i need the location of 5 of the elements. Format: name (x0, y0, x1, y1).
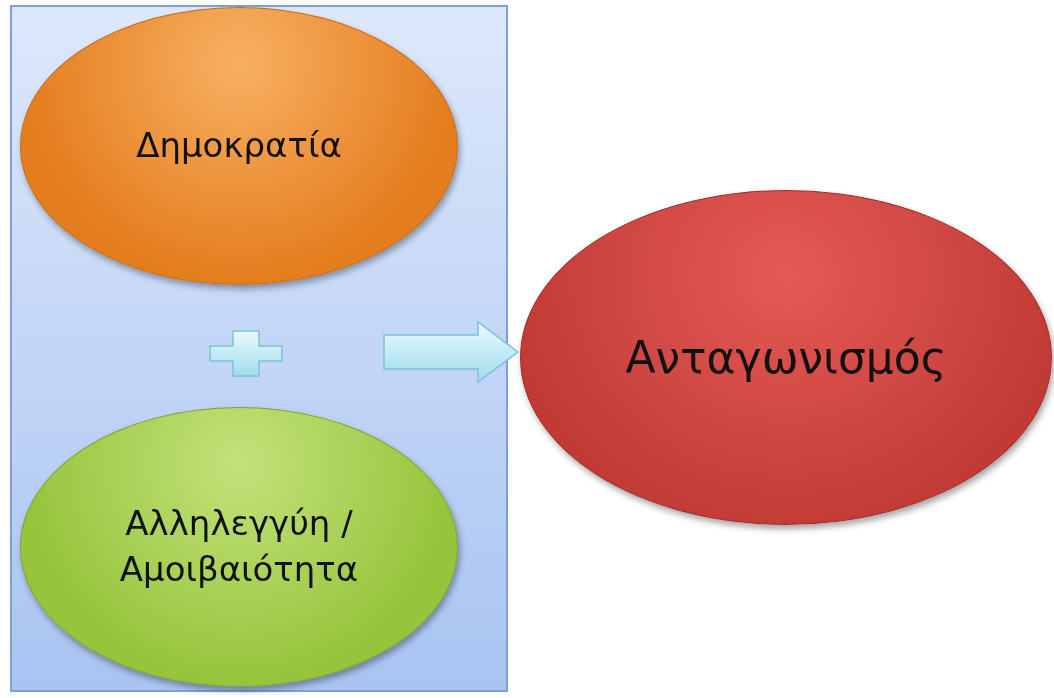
panel (10, 5, 508, 692)
block-arrow (383, 320, 520, 384)
ellipse-label: Αλληλεγγύη / Αμοιβαιότητα (118, 502, 360, 591)
ellipse-label: Δημοκρατία (136, 124, 342, 168)
ellipse-label: Ανταγωνισμός (625, 330, 947, 385)
